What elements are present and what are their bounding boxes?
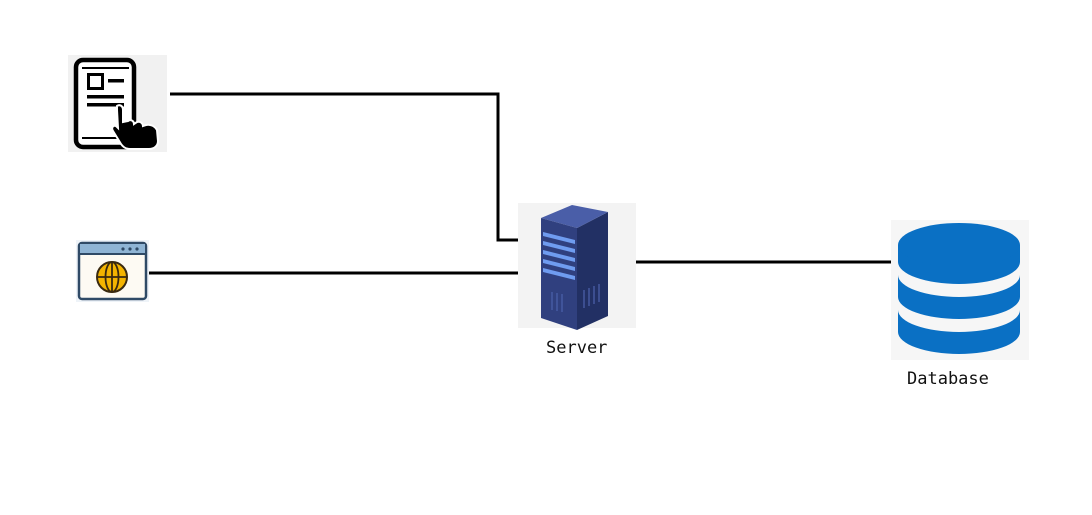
server-rack-icon [518,203,636,330]
edge-mobile-to-server [170,92,545,242]
server-label: Server [546,338,608,358]
database-label: Database [907,369,989,389]
browser-globe-icon [76,240,149,302]
mobile-touch-icon [68,55,167,152]
database-cylinder-icon [891,220,1029,360]
